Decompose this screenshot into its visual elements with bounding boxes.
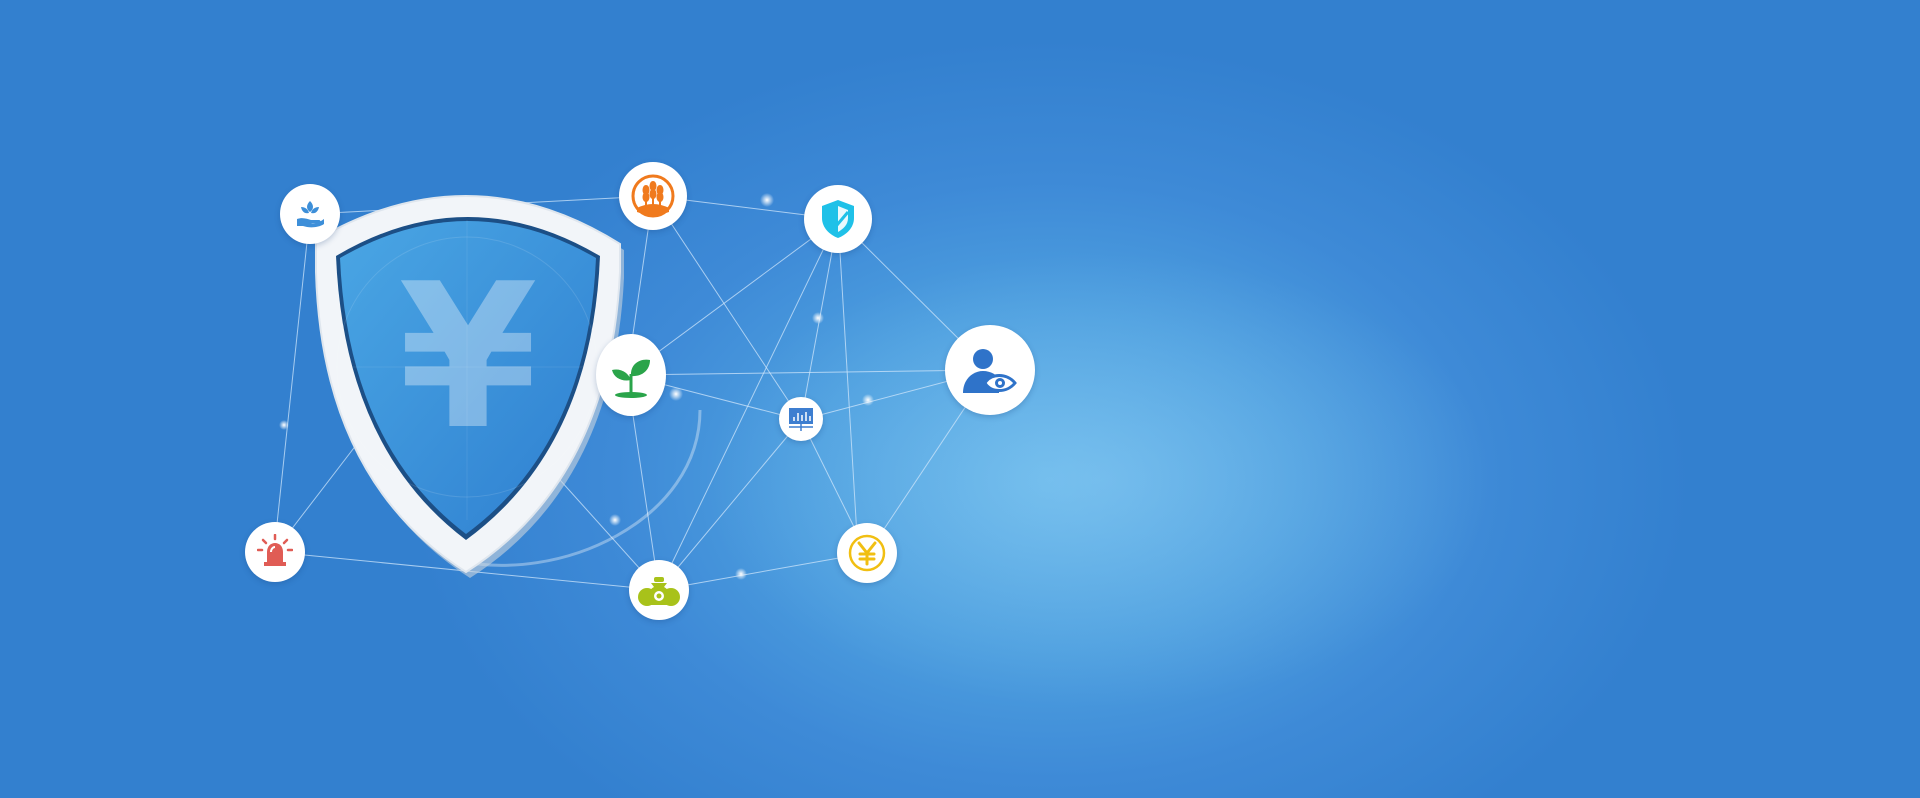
money-bags-icon <box>629 560 689 620</box>
sprout-icon <box>596 334 666 416</box>
shield-emblem <box>315 195 624 578</box>
yen-coin-icon <box>837 523 897 583</box>
user-eye-icon <box>945 325 1035 415</box>
hand-plant-icon <box>280 184 340 244</box>
shield-yen-symbol: ¥ <box>398 241 538 474</box>
shield-check-icon <box>804 185 872 253</box>
alarm-siren-icon <box>245 522 305 582</box>
chart-board-icon <box>779 397 823 441</box>
shield-swoosh <box>454 409 702 567</box>
background-glow <box>700 250 1500 710</box>
network-lines <box>273 195 991 591</box>
wheat-harvest-icon <box>619 162 687 230</box>
